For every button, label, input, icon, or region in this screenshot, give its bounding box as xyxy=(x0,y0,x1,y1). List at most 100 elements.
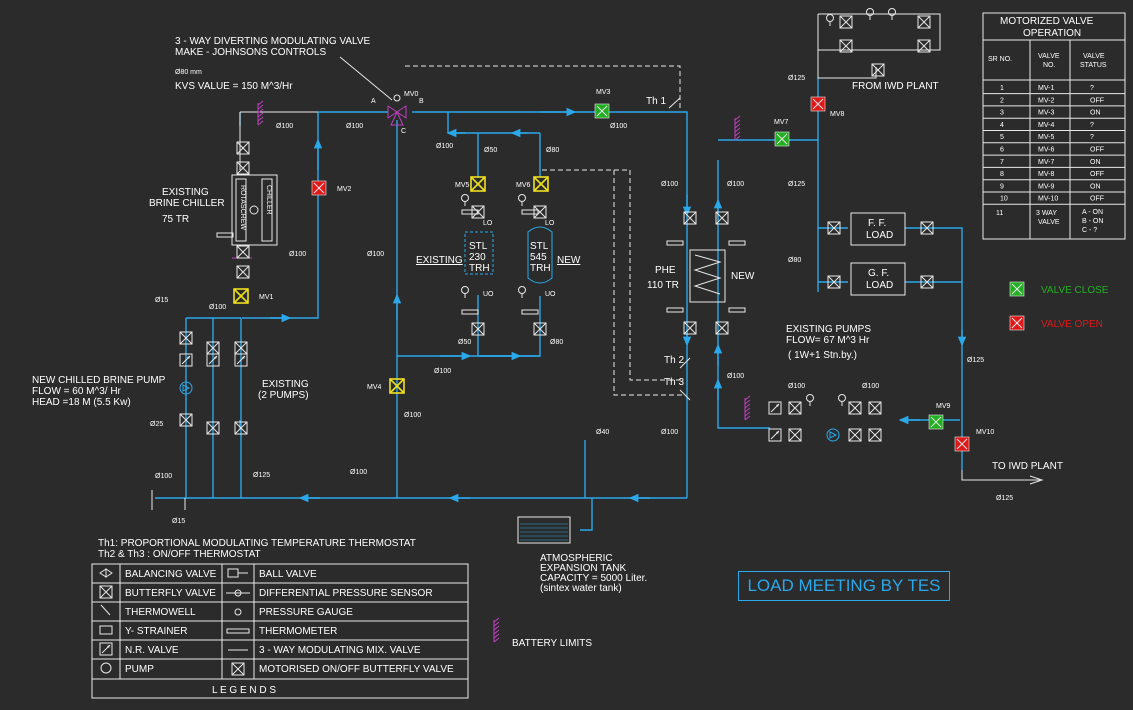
tank-line-4: (sintex water tank) xyxy=(540,583,622,594)
legend-item-right: 3 - WAY MODULATING MIX. VALVE xyxy=(259,645,421,656)
port-a-label: A xyxy=(371,98,376,105)
mv2-valve xyxy=(311,180,327,196)
chiller-side-right: CHILLER xyxy=(265,185,272,215)
mv-table-h-valve-2: NO. xyxy=(1043,62,1056,69)
mv-table-cell-valve: MV-7 xyxy=(1038,159,1054,166)
battery-limit-hatch xyxy=(493,617,500,643)
stl-new-l3: TRH xyxy=(530,263,551,274)
svg-text:Ø80: Ø80 xyxy=(546,147,559,154)
battery-limit-hatch xyxy=(744,395,751,421)
main-title: LOAD MEETING BY TES xyxy=(738,571,950,601)
existing-pumps-left-1: EXISTING xyxy=(262,379,309,390)
th3-label: Th 3 xyxy=(664,377,684,388)
new-pump-line-2: FLOW = 60 M^3/ Hr xyxy=(32,386,122,397)
legend-item-left: N.R. VALVE xyxy=(125,645,179,656)
svg-text:Ø100: Ø100 xyxy=(404,412,421,419)
svg-text:Ø100: Ø100 xyxy=(289,251,306,258)
pipe-network xyxy=(155,78,1044,531)
battery-limits-label: BATTERY LIMITS xyxy=(512,638,592,649)
stl-existing-l3: TRH xyxy=(469,263,490,274)
gf-load-box xyxy=(850,262,906,296)
chiller-capacity: 75 TR xyxy=(162,214,189,225)
phe-label: PHE xyxy=(655,265,676,276)
mv-table-title-1: MOTORIZED VALVE xyxy=(1000,16,1094,27)
legend-item-left: Y- STRAINER xyxy=(125,626,187,637)
mv-table-cell-status: ? xyxy=(1090,122,1094,129)
key-open-label: VALVE OPEN xyxy=(1041,319,1103,330)
chiller-compressor-icon xyxy=(249,205,259,215)
thermowell-th2 xyxy=(679,357,691,369)
mv-table-h-sr: SR NO. xyxy=(988,56,1012,63)
mv-table-title-2: OPERATION xyxy=(1023,28,1081,39)
note-th1: Th1: PROPORTIONAL MODULATING TEMPERATURE… xyxy=(98,538,416,549)
legend-item-left: BUTTERFLY VALVE xyxy=(125,588,216,599)
ff-load-box xyxy=(850,212,906,246)
mv-table-cell-status: ? xyxy=(1090,85,1094,92)
mv3-valve xyxy=(594,103,610,119)
mv-table-cell-valve: MV-1 xyxy=(1038,85,1054,92)
mv4-label: MV4 xyxy=(367,384,382,391)
mv-table-cell-valve: MV-3 xyxy=(1038,110,1054,117)
mv7-label: MV7 xyxy=(774,119,789,126)
svg-text:Ø100: Ø100 xyxy=(862,383,879,390)
mv2-label: MV2 xyxy=(337,186,352,193)
stl-existing-tag: EXISTING xyxy=(416,255,463,266)
svg-text:Ø100: Ø100 xyxy=(727,373,744,380)
stl-new-tag: NEW xyxy=(557,255,581,266)
svg-text:Ø100: Ø100 xyxy=(155,473,172,480)
port-c-label: C xyxy=(401,128,406,135)
mv9-label: MV9 xyxy=(936,403,951,410)
th2-label: Th 2 xyxy=(664,355,684,366)
phe-capacity: 110 TR xyxy=(647,280,679,291)
gf-load-1: G. F. xyxy=(868,268,889,279)
chiller-panel-left xyxy=(235,178,247,242)
expansion-tank-water xyxy=(520,523,568,541)
chiller-label-2: BRINE CHILLER xyxy=(149,198,225,209)
note-th23: Th2 & Th3 : ON/OFF THERMOSTAT xyxy=(98,549,261,560)
mv9-valve xyxy=(928,414,944,430)
svg-text:Ø100: Ø100 xyxy=(209,304,226,311)
stl-new-l1: STL xyxy=(530,241,549,252)
th1-label: Th 1 xyxy=(646,96,666,107)
mv-table-cell-status: OFF xyxy=(1090,97,1104,104)
from-iwd-plant: FROM IWD PLANT xyxy=(852,81,939,92)
svg-text:Ø125: Ø125 xyxy=(996,495,1013,502)
chiller-label-1: EXISTING xyxy=(162,187,209,198)
mv-table-cell-valve: MV-10 xyxy=(1038,196,1058,203)
lo-label-existing: LO xyxy=(483,220,493,227)
svg-text:Ø100: Ø100 xyxy=(661,429,678,436)
chiller-panel-right xyxy=(261,178,273,242)
mv-table-row11-s3: C - ? xyxy=(1082,227,1097,234)
brine-chiller xyxy=(231,174,278,246)
existing-pumps-right-3: ( 1W+1 Stn.by.) xyxy=(788,350,857,361)
stl-new-tank xyxy=(527,226,553,284)
gf-load-2: LOAD xyxy=(866,280,893,291)
mv-table-cell-status: ? xyxy=(1090,134,1094,141)
uo-label-existing: UO xyxy=(483,291,494,298)
phe-exchanger xyxy=(689,249,726,303)
svg-text:Ø15: Ø15 xyxy=(172,518,185,525)
mv-table-cell-valve: MV-4 xyxy=(1038,122,1054,129)
existing-pumps-right-1: EXISTING PUMPS xyxy=(786,324,871,335)
mv7-valve xyxy=(774,131,790,147)
expansion-tank xyxy=(517,516,571,544)
mv-table-row11-valve-1: 3 WAY xyxy=(1036,210,1057,217)
svg-text:Ø125: Ø125 xyxy=(967,357,984,364)
lo-label-new: LO xyxy=(545,220,555,227)
mv-table-cell-status: ON xyxy=(1090,110,1101,117)
mv-table-cell-sr: 1 xyxy=(1000,85,1004,92)
svg-text:Ø100: Ø100 xyxy=(434,368,451,375)
legend-title: L E G E N D S xyxy=(212,685,276,696)
svg-text:Ø100: Ø100 xyxy=(727,181,744,188)
mv-table-cell-valve: MV-5 xyxy=(1038,134,1054,141)
battery-limit-hatch xyxy=(257,100,264,126)
svg-text:Ø125: Ø125 xyxy=(253,472,270,479)
existing-pumps-left-2: (2 PUMPS) xyxy=(258,390,309,401)
legend-item-left: BALANCING VALVE xyxy=(125,569,217,580)
pipe-size-labels: Ø100 Ø100 Ø100 Ø100 Ø50 Ø80 Ø100 Ø100 Ø1… xyxy=(150,75,1013,525)
mv-table-cell-status: ON xyxy=(1090,159,1101,166)
stl-existing-l2: 230 xyxy=(469,252,486,263)
mv-table-row11-s2: B - ON xyxy=(1082,218,1103,225)
